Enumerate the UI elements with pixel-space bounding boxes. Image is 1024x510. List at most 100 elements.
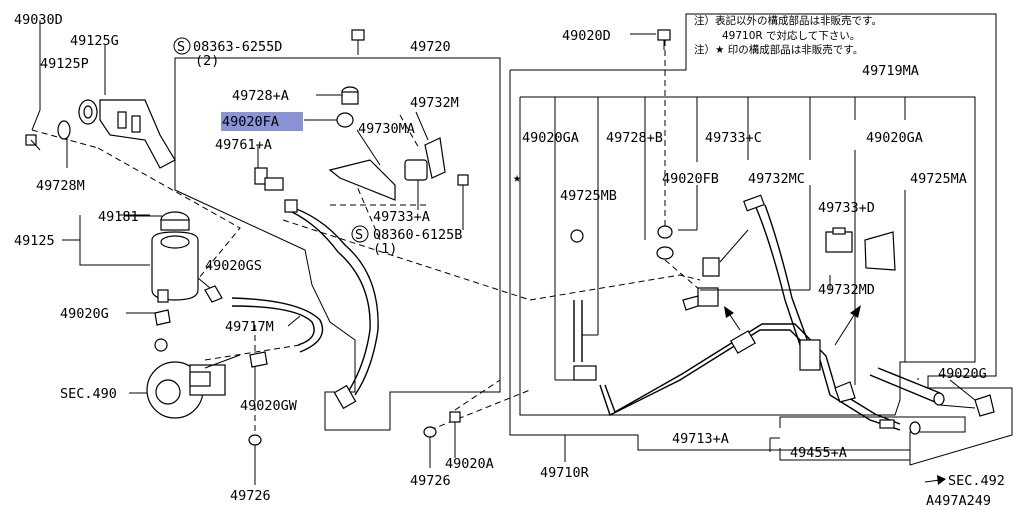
bracket-49125 — [79, 215, 150, 266]
insulator-49733A — [404, 159, 428, 181]
label-49020A: 49020A — [445, 456, 494, 472]
clamp-49020GW — [249, 351, 268, 368]
part-labels: 49030D 49125G 49125P 49728M 49181 49125 … — [14, 12, 1005, 509]
hose-49717M — [231, 297, 324, 353]
label-sec490: SEC.490 — [60, 386, 117, 402]
note-line-3: 注）★ 印の構成部品は非販売です。 — [694, 43, 863, 56]
screw-marker-text: S — [177, 39, 185, 55]
label-49725MA: 49725MA — [910, 171, 967, 187]
clip-49020GS — [204, 285, 223, 303]
grommet-49728B — [657, 225, 673, 239]
bolt-08363 — [351, 29, 365, 55]
label-49020G-right: 49020G — [938, 366, 987, 382]
label-08360: 08360-6125B — [373, 227, 462, 243]
label-49732M: 49732M — [410, 95, 459, 111]
fitting-49713A — [879, 419, 895, 429]
bushing-49125P — [78, 99, 98, 125]
label-49725MB: 49725MB — [560, 188, 617, 204]
pipe-junction — [799, 339, 821, 371]
label-08363-qty: (2) — [195, 53, 219, 69]
reservoir-tank-49125 — [151, 211, 199, 303]
frame-49719MA — [519, 96, 976, 416]
label-49455A: 49455+A — [790, 445, 847, 461]
diagram-code: A497A249 — [926, 493, 991, 509]
label-49732MD: 49732MD — [818, 282, 875, 298]
o-ring-49020FA — [336, 112, 354, 128]
screw-marker-text: S — [355, 227, 363, 243]
label-49020D: 49020D — [562, 28, 611, 44]
label-49020GA-left: 49020GA — [522, 130, 579, 146]
label-49733C: 49733+C — [705, 130, 762, 146]
label-08360-qty: (1) — [373, 241, 397, 257]
plug-cap — [570, 229, 584, 243]
label-49728M: 49728M — [36, 178, 85, 194]
clamp-49020GA-left — [573, 365, 597, 381]
label-49020FB: 49020FB — [662, 171, 719, 187]
bolt-08360 — [457, 174, 469, 222]
insulator-49733C — [702, 257, 720, 277]
label-49726-mid: 49726 — [410, 473, 451, 489]
pipe-upper — [754, 204, 809, 346]
clamp-49732MC — [697, 287, 719, 307]
label-49730MA: 49730MA — [358, 121, 415, 137]
insulator-49733D — [825, 227, 853, 253]
clamp-49732MD — [864, 231, 896, 271]
label-49728B: 49728+B — [606, 130, 663, 146]
star-icon: ★ — [513, 170, 521, 186]
label-49719MA: 49719MA — [862, 63, 919, 79]
label-49713A: 49713+A — [672, 431, 729, 447]
clamp-49020G-left — [154, 309, 171, 326]
note-line-1: 注）表記以外の構成部品は非販売です。 — [694, 14, 882, 27]
grommet-49728M — [57, 120, 71, 140]
hose-49720 — [284, 204, 379, 396]
label-49733D: 49733+D — [818, 200, 875, 216]
clamp-49732M — [424, 137, 446, 179]
bolt-49020D — [657, 29, 671, 50]
label-49181: 49181 — [98, 209, 139, 225]
label-49733A: 49733+A — [373, 209, 430, 225]
label-08363: 08363-6255D — [193, 39, 282, 55]
label-leaders — [124, 33, 976, 485]
label-49125P: 49125P — [40, 56, 89, 72]
bolt-49020A — [449, 411, 461, 445]
label-49728A: 49728+A — [232, 88, 289, 104]
label-sec492: SEC.492 — [948, 473, 1005, 489]
bracket-49125G — [99, 99, 176, 169]
label-49020GA-right: 49020GA — [866, 130, 923, 146]
bracket-49730MA — [328, 159, 396, 201]
note-line-2: 49710R で対応して下さい。 — [722, 29, 860, 42]
label-49020GS: 49020GS — [205, 258, 262, 274]
label-49020G-left: 49020G — [60, 306, 109, 322]
label-49761A: 49761+A — [215, 137, 272, 153]
frame-49713A — [779, 416, 966, 461]
label-49125G: 49125G — [70, 33, 119, 49]
clamp-49020GA-right — [834, 381, 856, 403]
label-49710R: 49710R — [540, 465, 590, 481]
label-49125: 49125 — [14, 233, 55, 249]
screw-marker-icon — [351, 225, 369, 243]
label-49717M: 49717M — [225, 319, 274, 335]
label-49020FA: 49020FA — [222, 114, 279, 130]
hose-49725MA — [869, 367, 941, 403]
fitting-49761A — [254, 167, 284, 191]
highlight-49020FA — [221, 112, 303, 131]
label-49020GW: 49020GW — [240, 398, 298, 414]
bolt-49030D — [25, 134, 41, 151]
washer-49726-mid — [423, 426, 437, 438]
o-ring-49020FB — [656, 246, 674, 260]
grommet-49455A — [909, 421, 921, 435]
grommet-49728A — [341, 86, 359, 105]
label-49030D: 49030D — [14, 12, 63, 28]
frame-49710R — [509, 13, 1013, 466]
clamp-49020G-right — [974, 394, 995, 417]
pump-sec490 — [146, 354, 241, 419]
hose-49725MB — [573, 300, 583, 362]
pipe-return — [599, 323, 901, 431]
label-49732MC: 49732MC — [748, 171, 805, 187]
label-49720: 49720 — [410, 39, 451, 55]
label-49726-left: 49726 — [230, 488, 271, 504]
o-ring-left — [154, 338, 168, 352]
screw-marker-icon — [173, 37, 191, 55]
